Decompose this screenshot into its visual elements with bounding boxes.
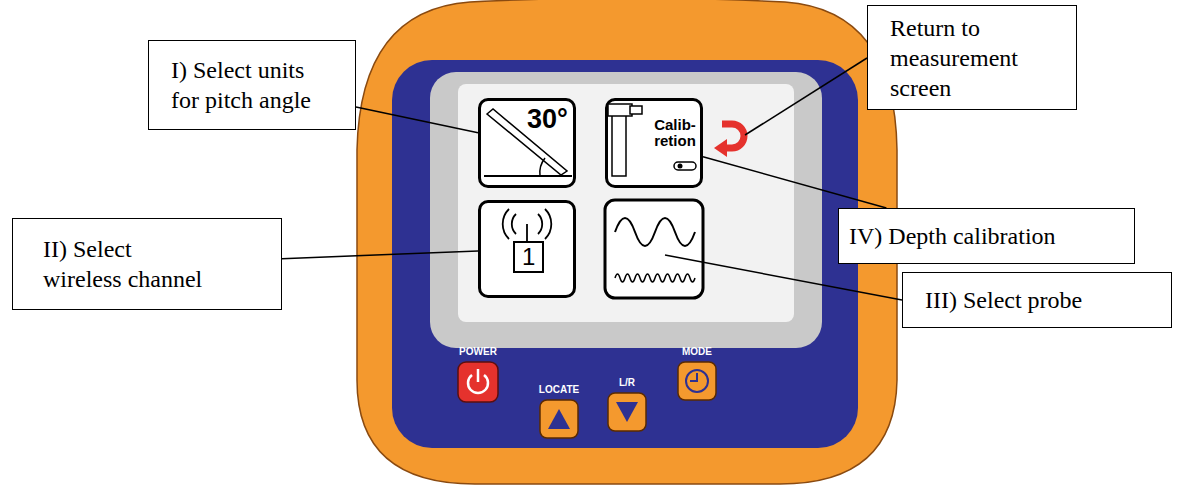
menu-tile: Calib- retion	[605, 98, 703, 188]
screen	[458, 84, 794, 322]
lr-button	[608, 393, 646, 431]
callout-text: Return to measurement screen	[890, 13, 1056, 103]
screen-bezel	[430, 72, 822, 348]
front-panel	[392, 60, 858, 448]
callout-box: III) Select probe	[902, 272, 1172, 328]
down-triangle	[616, 402, 638, 422]
button-label: LOCATE	[539, 384, 579, 396]
probe-tile	[605, 200, 703, 298]
leader-line	[356, 107, 478, 133]
tile-text: 30°	[527, 103, 568, 135]
locate-button	[540, 400, 578, 438]
callout-box: Return to measurement screen	[867, 5, 1077, 110]
tile-text: 1	[513, 241, 544, 273]
tile-text: Calib- retion	[650, 117, 700, 149]
leader-line	[282, 251, 478, 259]
callout-box: IV) Depth calibration	[838, 208, 1135, 264]
menu-tile: 1	[478, 200, 576, 298]
clock-symbol	[686, 370, 708, 392]
leader-line	[703, 157, 886, 208]
leader-line	[356, 107, 478, 133]
leader-line	[745, 58, 867, 135]
callout-text: II) Select wireless channel	[43, 234, 207, 294]
callout-box: II) Select wireless channel	[12, 218, 282, 310]
callout-text: III) Select probe	[925, 285, 1082, 315]
callout-text: I) Select units for pitch angle	[171, 55, 325, 115]
button-label: L/R	[619, 377, 635, 389]
button-label: POWER	[459, 346, 497, 358]
callout-text: IV) Depth calibration	[849, 221, 1056, 251]
power-button	[458, 362, 498, 402]
leader-line	[703, 157, 886, 208]
up-triangle	[548, 409, 570, 429]
mode-button	[678, 362, 716, 400]
clock-hands	[690, 373, 697, 381]
button-label: MODE	[682, 346, 712, 358]
leader-line	[282, 251, 478, 259]
callout-box: I) Select units for pitch angle	[148, 40, 356, 130]
low-frequency-wave	[615, 218, 695, 246]
power-symbol-line	[477, 369, 480, 382]
device-body	[357, 0, 897, 484]
high-frequency-wave	[615, 274, 695, 282]
menu-tile: 30°	[478, 98, 576, 188]
return-arrowhead	[714, 139, 727, 157]
